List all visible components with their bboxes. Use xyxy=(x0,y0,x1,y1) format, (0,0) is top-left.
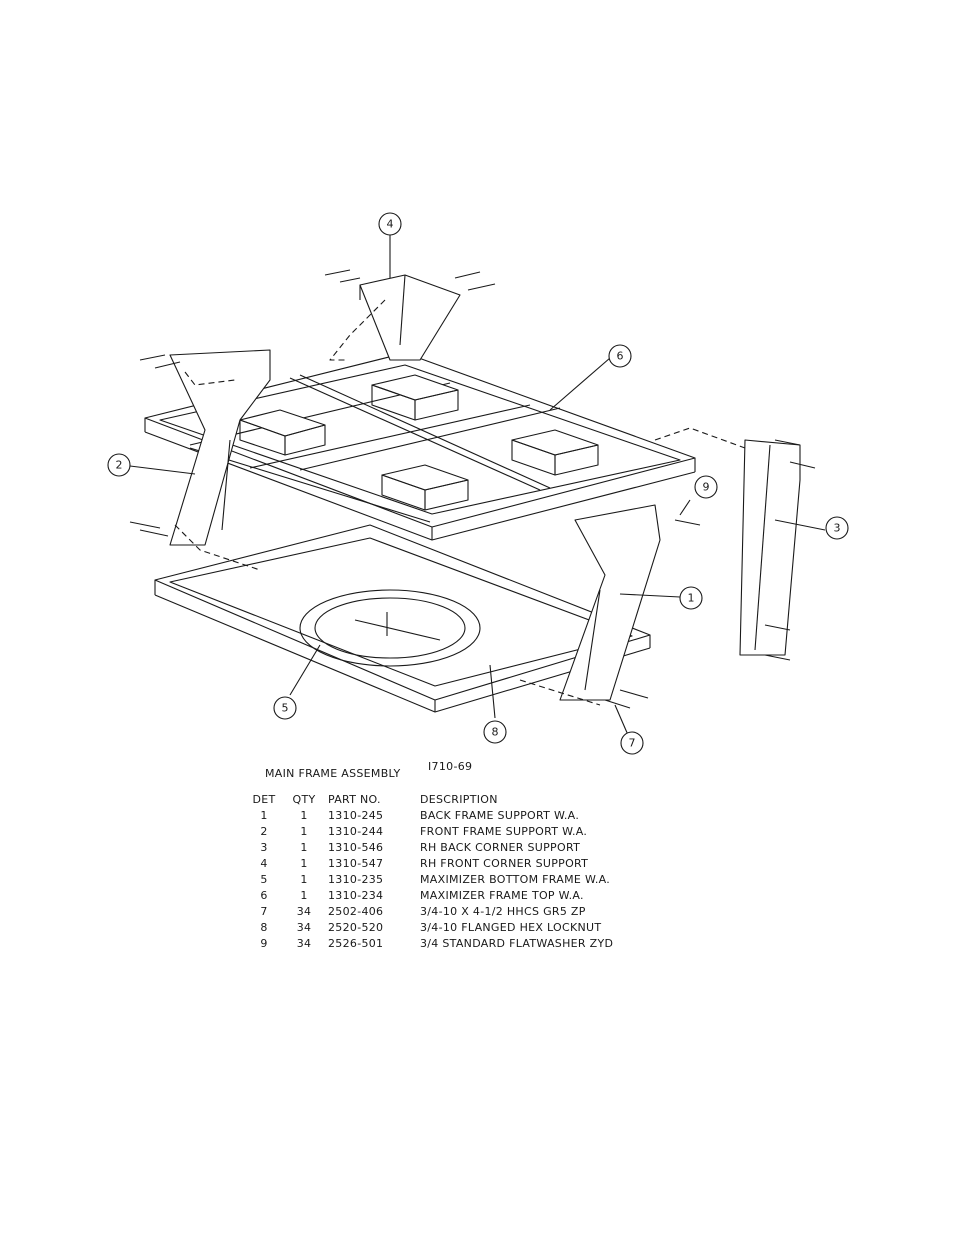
table-row: 7 34 2502-406 3/4-10 X 4-1/2 HHCS GR5 ZP xyxy=(244,903,613,919)
cell-qty: 1 xyxy=(300,840,308,854)
assembly-title: MAIN FRAME ASSEMBLY xyxy=(265,767,401,780)
callout-balloon-6: 6 xyxy=(608,344,632,368)
cell-part-no: 1310-234 xyxy=(328,888,384,902)
svg-text:3: 3 xyxy=(834,522,841,535)
cell-part-no: 1310-245 xyxy=(328,808,384,822)
leader-lines xyxy=(129,235,826,736)
top-frame-part-6 xyxy=(144,352,696,541)
front-frame-support-part-2 xyxy=(169,349,271,546)
cell-qty: 1 xyxy=(300,872,308,886)
header-description: DESCRIPTION xyxy=(420,792,498,806)
table-row: 3 1 1310-546 RH BACK CORNER SUPPORT xyxy=(244,839,613,855)
cross-member-box xyxy=(381,464,469,511)
cell-part-no: 1310-235 xyxy=(328,872,384,886)
svg-text:4: 4 xyxy=(387,218,394,231)
cross-member-box xyxy=(511,429,599,476)
cell-det: 1 xyxy=(260,808,268,822)
cell-part-no: 1310-547 xyxy=(328,856,384,870)
cell-qty: 34 xyxy=(296,936,312,950)
cell-part-no: 2520-520 xyxy=(328,920,384,934)
cell-qty: 34 xyxy=(296,904,312,918)
drawing-number: I710-69 xyxy=(428,760,473,773)
front-corner-support-part-4 xyxy=(359,274,461,361)
callout-balloon-2: 2 xyxy=(107,453,131,477)
svg-text:2: 2 xyxy=(116,459,123,472)
callout-balloon-5: 5 xyxy=(273,696,297,720)
table-row: 2 1 1310-244 FRONT FRAME SUPPORT W.A. xyxy=(244,823,613,839)
parts-list-table: DET QTY PART NO. DESCRIPTION 1 1 1310-245 B… xyxy=(244,791,613,951)
cell-det: 9 xyxy=(260,936,268,950)
cell-qty: 1 xyxy=(300,824,308,838)
cell-part-no: 1310-546 xyxy=(328,840,384,854)
cell-det: 8 xyxy=(260,920,268,934)
cell-part-no: 1310-244 xyxy=(328,824,384,838)
table-row: 5 1 1310-235 MAXIMIZER BOTTOM FRAME W.A. xyxy=(244,871,613,887)
table-header-row: DET QTY PART NO. DESCRIPTION xyxy=(244,791,613,807)
exploded-assembly-drawing: 4 6 2 9 3 1 5 8 xyxy=(107,212,849,755)
cell-description: RH FRONT CORNER SUPPORT xyxy=(420,856,589,870)
cell-det: 6 xyxy=(260,888,268,902)
callout-balloon-8: 8 xyxy=(483,720,507,744)
cell-det: 2 xyxy=(260,824,268,838)
cell-qty: 34 xyxy=(296,920,312,934)
cross-member-box xyxy=(371,374,459,421)
table-row: 1 1 1310-245 BACK FRAME SUPPORT W.A. xyxy=(244,807,613,823)
cell-part-no: 2502-406 xyxy=(328,904,384,918)
cell-description: 3/4-10 FLANGED HEX LOCKNUT xyxy=(420,920,602,934)
svg-text:5: 5 xyxy=(282,702,289,715)
header-part-no: PART NO. xyxy=(328,792,381,806)
cell-description: BACK FRAME SUPPORT W.A. xyxy=(420,808,580,822)
cell-det: 7 xyxy=(260,904,268,918)
callout-balloon-9: 9 xyxy=(694,475,718,499)
cell-description: 3/4 STANDARD FLATWASHER ZYD xyxy=(420,936,614,950)
back-frame-support-part-1 xyxy=(559,504,661,701)
cell-qty: 1 xyxy=(300,856,308,870)
cell-description: MAXIMIZER BOTTOM FRAME W.A. xyxy=(420,872,611,886)
cell-description: RH BACK CORNER SUPPORT xyxy=(420,840,581,854)
cell-part-no: 2526-501 xyxy=(328,936,384,950)
svg-text:1: 1 xyxy=(688,592,695,605)
hardware-bolts xyxy=(129,269,816,709)
table-row: 4 1 1310-547 RH FRONT CORNER SUPPORT xyxy=(244,855,613,871)
table-row: 8 34 2520-520 3/4-10 FLANGED HEX LOCKNUT xyxy=(244,919,613,935)
header-det: DET xyxy=(252,792,276,806)
callout-balloon-1: 1 xyxy=(679,586,703,610)
svg-text:8: 8 xyxy=(492,726,499,739)
back-corner-support-part-3 xyxy=(739,439,801,656)
callout-balloon-7: 7 xyxy=(620,731,644,755)
svg-text:9: 9 xyxy=(703,481,710,494)
cell-description: 3/4-10 X 4-1/2 HHCS GR5 ZP xyxy=(420,904,586,918)
cell-qty: 1 xyxy=(300,808,308,822)
table-row: 9 34 2526-501 3/4 STANDARD FLATWASHER ZYD xyxy=(244,935,613,951)
table-row: 6 1 1310-234 MAXIMIZER FRAME TOP W.A. xyxy=(244,887,613,903)
svg-text:7: 7 xyxy=(629,737,636,750)
svg-text:6: 6 xyxy=(617,350,624,363)
cell-det: 5 xyxy=(260,872,268,886)
assembly-lines xyxy=(174,299,746,706)
cross-member-box xyxy=(239,409,326,456)
header-qty: QTY xyxy=(292,792,316,806)
cell-det: 3 xyxy=(260,840,268,854)
callout-balloon-4: 4 xyxy=(378,212,402,236)
turntable-ring xyxy=(299,589,481,667)
cell-qty: 1 xyxy=(300,888,308,902)
cell-description: FRONT FRAME SUPPORT W.A. xyxy=(420,824,588,838)
cell-det: 4 xyxy=(260,856,268,870)
cell-description: MAXIMIZER FRAME TOP W.A. xyxy=(420,888,584,902)
callout-balloon-3: 3 xyxy=(825,516,849,540)
